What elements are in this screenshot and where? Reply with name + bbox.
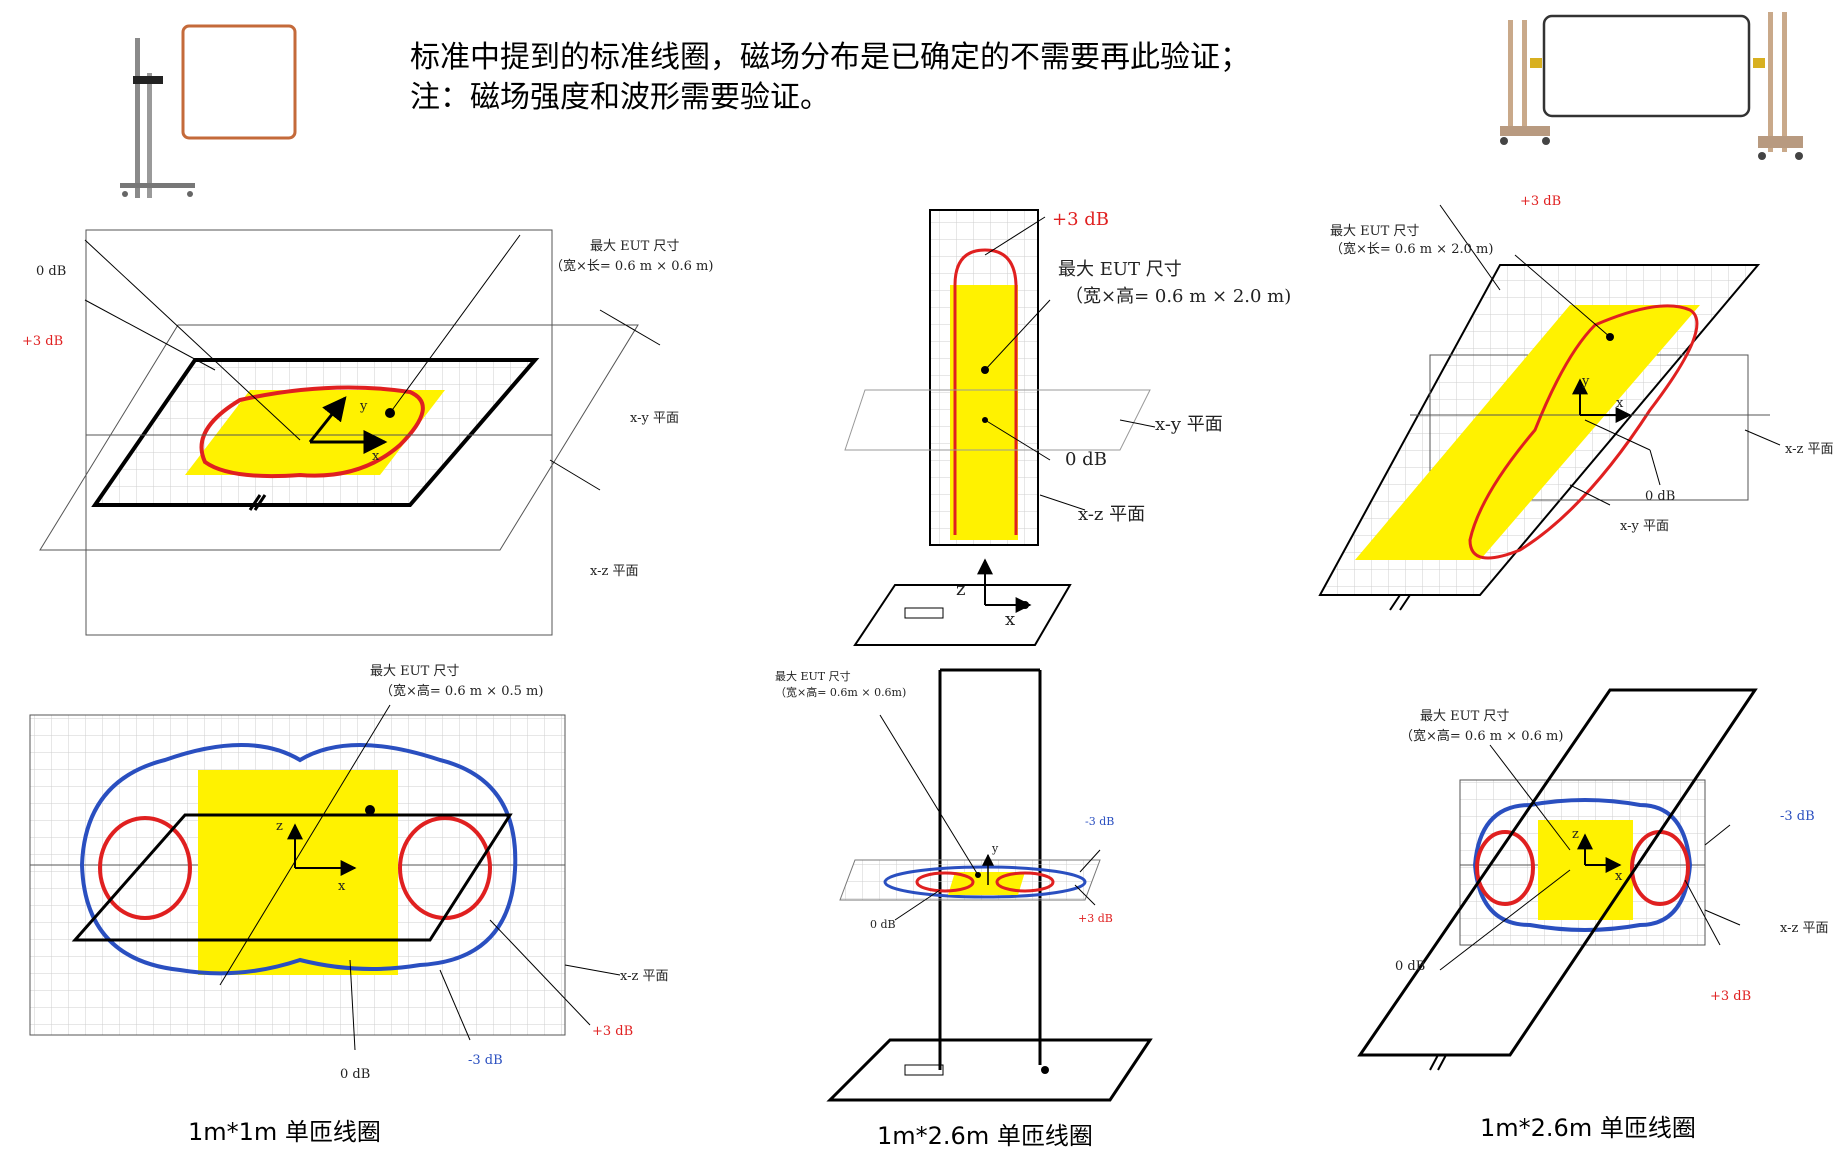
ax-z-label-2: z bbox=[956, 579, 965, 600]
ax-x-label-1: x bbox=[372, 449, 380, 464]
label-plus3-1: +3 dB bbox=[22, 334, 63, 349]
label-minus3-5: -3 dB bbox=[1085, 815, 1114, 828]
caption-1m-26m-right: 1m*2.6m 单匝线圈 bbox=[1480, 1114, 1696, 1142]
eut-size-1: （宽×长= 0.6 m × 0.6 m) bbox=[550, 258, 713, 274]
ground-plane bbox=[853, 584, 1072, 646]
ax-x-label-3: x bbox=[1616, 396, 1624, 411]
label-0db-1: 0 dB bbox=[36, 264, 66, 279]
coil-loop-edge bbox=[71, 813, 513, 942]
diagram-26m-xz-plane-tilted: 最大 EUT 尺寸 （宽×高= 0.6 m × 0.6 m) 0 dB +3 d… bbox=[1357, 688, 1828, 1071]
label-0db-5: 0 dB bbox=[870, 918, 896, 931]
left-cart bbox=[1500, 126, 1550, 136]
contour-plus3-tall bbox=[953, 248, 1018, 535]
label-0db-6: 0 dB bbox=[1395, 959, 1425, 974]
diagram-26m-3d-view: 最大 EUT 尺寸 （宽×高= 0.6m × 0.6m) 0 dB +3 dB … bbox=[775, 668, 1153, 1102]
ax-x-label-6: x bbox=[1615, 869, 1623, 884]
ax-y-label-1: y bbox=[359, 399, 368, 414]
stand-pole-2 bbox=[147, 73, 152, 198]
ax-y-label-3: y bbox=[1581, 374, 1590, 389]
diagram-1m-xz-plane: 最大 EUT 尺寸 （宽×高= 0.6 m × 0.5 m) 0 dB +3 d… bbox=[29, 664, 668, 1082]
eut-title-1: 最大 EUT 尺寸 bbox=[590, 239, 679, 254]
eut-area-4 bbox=[198, 770, 398, 975]
xy-plane-tall bbox=[844, 389, 1151, 451]
ground-plane-5 bbox=[826, 1038, 1153, 1102]
label-xy-3: x-y 平面 bbox=[1620, 519, 1669, 534]
label-xy-2: x-y 平面 bbox=[1155, 414, 1223, 435]
label-xz-2: x-z 平面 bbox=[1078, 504, 1145, 525]
label-minus3-4: -3 dB bbox=[468, 1053, 503, 1068]
contour-plus3-tilted bbox=[1468, 304, 1699, 560]
label-xz-1: x-z 平面 bbox=[590, 564, 638, 579]
contour-plus3 bbox=[199, 385, 425, 479]
stand-base bbox=[120, 183, 195, 188]
label-0db-4: 0 dB bbox=[340, 1067, 370, 1082]
right-cart bbox=[1758, 136, 1803, 148]
xy-plane-para bbox=[39, 324, 639, 551]
eut-title-3: 最大 EUT 尺寸 bbox=[1330, 224, 1419, 239]
note-text: 标准中提到的标准线圈，磁场分布是已确定的不需要再此验证； 注：磁场强度和波形需要… bbox=[410, 38, 1250, 118]
caption-1m-1m: 1m*1m 单匝线圈 bbox=[188, 1118, 381, 1146]
eut-title-4: 最大 EUT 尺寸 bbox=[370, 664, 459, 679]
label-xz-4: x-z 平面 bbox=[620, 969, 668, 984]
label-minus3-6: -3 dB bbox=[1780, 809, 1815, 824]
diagram-26m-xy-plane: +3 dB 最大 EUT 尺寸 （宽×长= 0.6 m × 2.0 m) x-z… bbox=[1318, 194, 1833, 611]
clamp bbox=[133, 76, 163, 84]
contour-minus3-6 bbox=[1472, 798, 1693, 932]
ax-z-label-6: z bbox=[1572, 827, 1579, 842]
coil-loop-6 bbox=[1357, 688, 1758, 1057]
eut-size-4: （宽×高= 0.6 m × 0.5 m) bbox=[380, 683, 543, 699]
ax-x-label-2: x bbox=[1005, 609, 1015, 630]
single-loop-stand-photo bbox=[120, 24, 297, 198]
eut-title-6: 最大 EUT 尺寸 bbox=[1420, 709, 1509, 724]
ax-z-label-4: z bbox=[276, 819, 283, 834]
contour-minus3-4 bbox=[79, 743, 518, 976]
diagram-1m-xy-plane: 最大 EUT 尺寸 （宽×长= 0.6 m × 0.6 m) 0 dB +3 d… bbox=[22, 229, 713, 636]
ax-y-label-5: y bbox=[991, 842, 999, 855]
diagram-26m-xz-plane: +3 dB 最大 EUT 尺寸 （宽×高= 0.6 m × 2.0 m) x-y… bbox=[844, 209, 1291, 646]
label-xy-1: x-y 平面 bbox=[630, 411, 679, 426]
label-xz-3: x-z 平面 bbox=[1785, 442, 1833, 457]
note-line-1: 标准中提到的标准线圈，磁场分布是已确定的不需要再此验证； bbox=[410, 40, 1250, 75]
label-0db-3: 0 dB bbox=[1645, 489, 1675, 504]
eut-size-2: （宽×高= 0.6 m × 2.0 m) bbox=[1065, 286, 1291, 307]
label-0db-2: 0 dB bbox=[1065, 449, 1107, 470]
xz-plane-rect bbox=[85, 229, 553, 636]
label-xz-6: x-z 平面 bbox=[1780, 921, 1828, 936]
rectangular-loop-cart-photo bbox=[1500, 12, 1803, 160]
stand-pole bbox=[135, 38, 140, 198]
ax-x-label-4: x bbox=[338, 879, 346, 894]
eut-area-tall bbox=[950, 285, 1018, 540]
note-line-2: 注：磁场强度和波形需要验证。 bbox=[410, 80, 830, 115]
label-plus3-5: +3 dB bbox=[1078, 912, 1113, 925]
eut-title-5: 最大 EUT 尺寸 bbox=[775, 669, 851, 683]
label-plus3-3: +3 dB bbox=[1520, 194, 1561, 209]
caption-1m-26m-center: 1m*2.6m 单匝线圈 bbox=[877, 1122, 1093, 1150]
eut-size-6: （宽×高= 0.6 m × 0.6 m) bbox=[1400, 728, 1563, 744]
eut-size-3: （宽×长= 0.6 m × 2.0 m) bbox=[1330, 241, 1493, 257]
rect-loop-conductor bbox=[1542, 14, 1751, 118]
eut-size-5: （宽×高= 0.6m × 0.6m) bbox=[775, 685, 906, 699]
eut-area-tilted bbox=[1355, 305, 1700, 560]
axis-y bbox=[308, 396, 347, 443]
label-plus3-2: +3 dB bbox=[1052, 209, 1109, 230]
loop-conductor bbox=[181, 24, 297, 140]
contour-minus3-5 bbox=[883, 865, 1087, 899]
label-plus3-4: +3 dB bbox=[592, 1024, 633, 1039]
eut-title-2: 最大 EUT 尺寸 bbox=[1058, 259, 1182, 280]
contour-plus3-left bbox=[98, 816, 192, 920]
label-plus3-6: +3 dB bbox=[1710, 989, 1751, 1004]
